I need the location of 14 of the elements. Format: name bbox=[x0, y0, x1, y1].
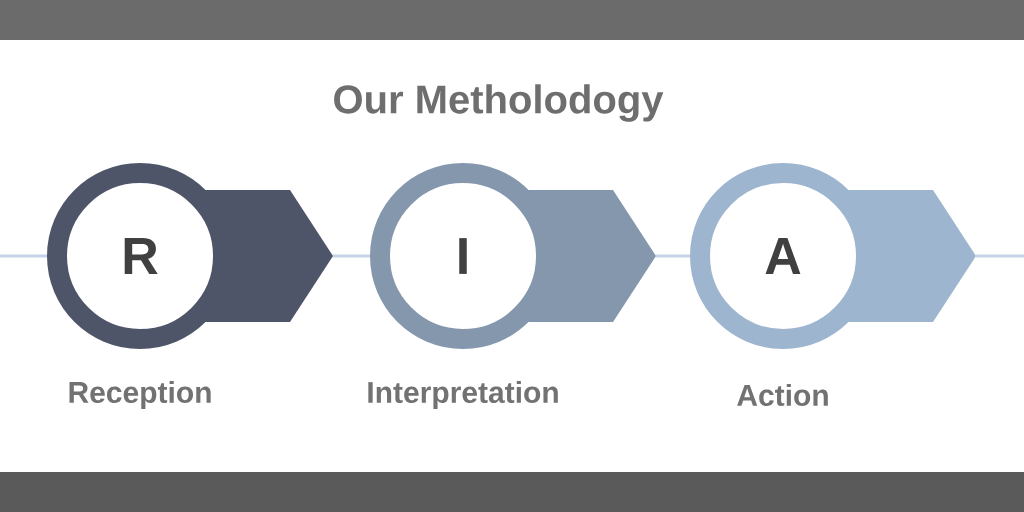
stage-badge: I bbox=[370, 163, 656, 349]
connector-line bbox=[333, 254, 370, 258]
title: Our Metholodogy bbox=[334, 84, 664, 122]
node-label: R bbox=[124, 238, 158, 274]
connector-line bbox=[976, 254, 1024, 258]
node-label: I bbox=[459, 238, 467, 274]
stage-label: Action bbox=[737, 384, 828, 407]
stage-label: Interpretation bbox=[368, 381, 558, 409]
stage-badge: A bbox=[690, 163, 976, 349]
connector-line bbox=[0, 254, 47, 258]
connector-line bbox=[656, 254, 690, 258]
stage-label: Reception bbox=[69, 381, 211, 409]
stage-badge: R bbox=[47, 163, 333, 349]
node-label: A bbox=[765, 238, 801, 274]
